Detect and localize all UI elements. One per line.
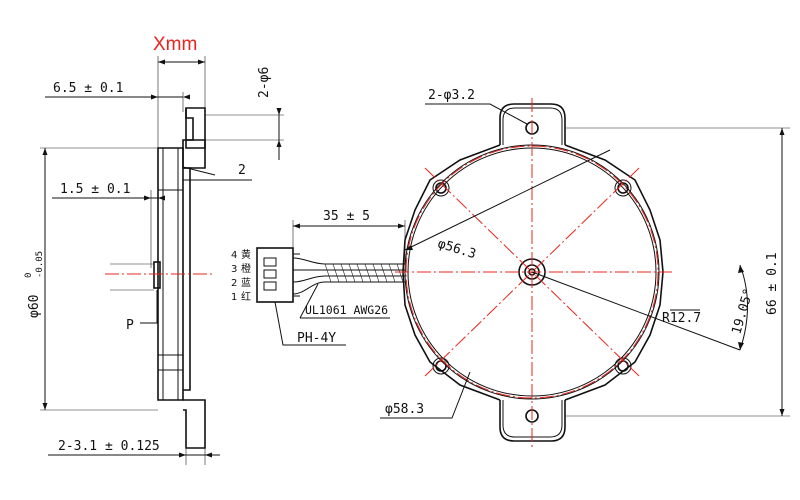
connector-leader xyxy=(274,301,346,346)
arrow xyxy=(183,94,190,100)
wire xyxy=(292,281,405,295)
corner-boss xyxy=(432,179,450,197)
p-label: P xyxy=(126,318,134,333)
arrow xyxy=(738,342,744,350)
angle-arc xyxy=(739,264,748,351)
tab-holes-label: 2-3.1 ± 0.125 xyxy=(58,439,160,454)
xmm-label: Xmm xyxy=(153,34,197,55)
dia583-leader xyxy=(380,371,471,419)
pin-number: 2 xyxy=(231,278,237,289)
arrow xyxy=(276,140,282,147)
wire-spec-label: UL1061 AWG26 xyxy=(305,303,388,317)
p-leader xyxy=(140,290,158,324)
lead-length-label: 35 ± 5 xyxy=(323,209,370,224)
arrow xyxy=(398,223,405,229)
step-label: 2 xyxy=(238,163,246,178)
arrow xyxy=(42,403,48,410)
wire xyxy=(292,257,405,265)
radius-label: R12.7 xyxy=(662,311,701,326)
pitch-circle xyxy=(405,145,659,399)
wire-color: 蓝 xyxy=(241,277,251,289)
diameter-side-group: φ60 0 -0.05 xyxy=(24,251,45,318)
side-view: Xmm 6.5 ± 0.1 2-φ6 2 xyxy=(24,34,284,465)
wire-spec-leader xyxy=(299,283,319,319)
shaft xyxy=(153,261,161,289)
corner-boss xyxy=(614,357,632,375)
diameter-side-label: φ60 xyxy=(27,295,42,318)
angle-label: 19.05° xyxy=(729,287,756,336)
dia563-label: φ56.3 xyxy=(436,236,478,262)
tab-upper-inner xyxy=(185,108,194,141)
arrow xyxy=(151,94,158,100)
tab-upper xyxy=(185,107,206,149)
arrow xyxy=(738,265,744,273)
connector-housing xyxy=(256,247,294,303)
connector-assembly: 4 黄 3 橙 2 蓝 1 红 35 ± 5 UL1061 AWG26 xyxy=(231,209,406,346)
arrow xyxy=(144,195,151,201)
pin-slot xyxy=(263,257,277,267)
arrow xyxy=(779,128,785,135)
front-view: 2-φ3.2 φ56.3 R12.7 19.05° 66 ± 0.1 φ58.3 xyxy=(380,88,790,448)
pin-slot xyxy=(263,281,277,291)
arrow xyxy=(779,409,785,416)
tolerance-upper: 0 xyxy=(24,273,34,278)
thickness-label: 6.5 ± 0.1 xyxy=(53,81,123,96)
arrow xyxy=(276,108,282,115)
arrow xyxy=(405,245,413,250)
arrow xyxy=(158,195,165,201)
hole-side-label: 2-φ6 xyxy=(257,67,272,98)
pin-slot xyxy=(263,269,277,279)
stator-ring xyxy=(183,167,191,391)
arrow xyxy=(158,59,165,65)
pin-number: 4 xyxy=(231,250,237,261)
arrow xyxy=(198,59,205,65)
dia583-label: φ58.3 xyxy=(385,402,424,417)
radius-line xyxy=(531,271,741,351)
height-label: 66 ± 0.1 xyxy=(765,252,780,315)
wire xyxy=(292,275,405,283)
wire-color: 橙 xyxy=(241,262,251,275)
pin-number: 3 xyxy=(231,264,237,275)
arrow xyxy=(179,452,186,458)
hole-top-label: 2-φ3.2 xyxy=(428,88,475,103)
connector-label: PH-4Y xyxy=(297,331,336,346)
wire-hatching xyxy=(324,263,404,283)
arrow xyxy=(205,452,212,458)
corner-boss xyxy=(432,357,450,375)
tolerance-lower: -0.05 xyxy=(35,251,45,278)
wire-color: 红 xyxy=(241,290,251,303)
corner-boss xyxy=(614,179,632,197)
offset-label: 1.5 ± 0.1 xyxy=(60,182,130,197)
wire-color: 黄 xyxy=(241,248,251,261)
arrow xyxy=(42,148,48,155)
tab-lower xyxy=(183,399,206,449)
dia563-line xyxy=(404,149,611,251)
pin-number: 1 xyxy=(231,292,237,303)
arrow xyxy=(293,223,300,229)
hole-top-leader xyxy=(425,103,528,125)
